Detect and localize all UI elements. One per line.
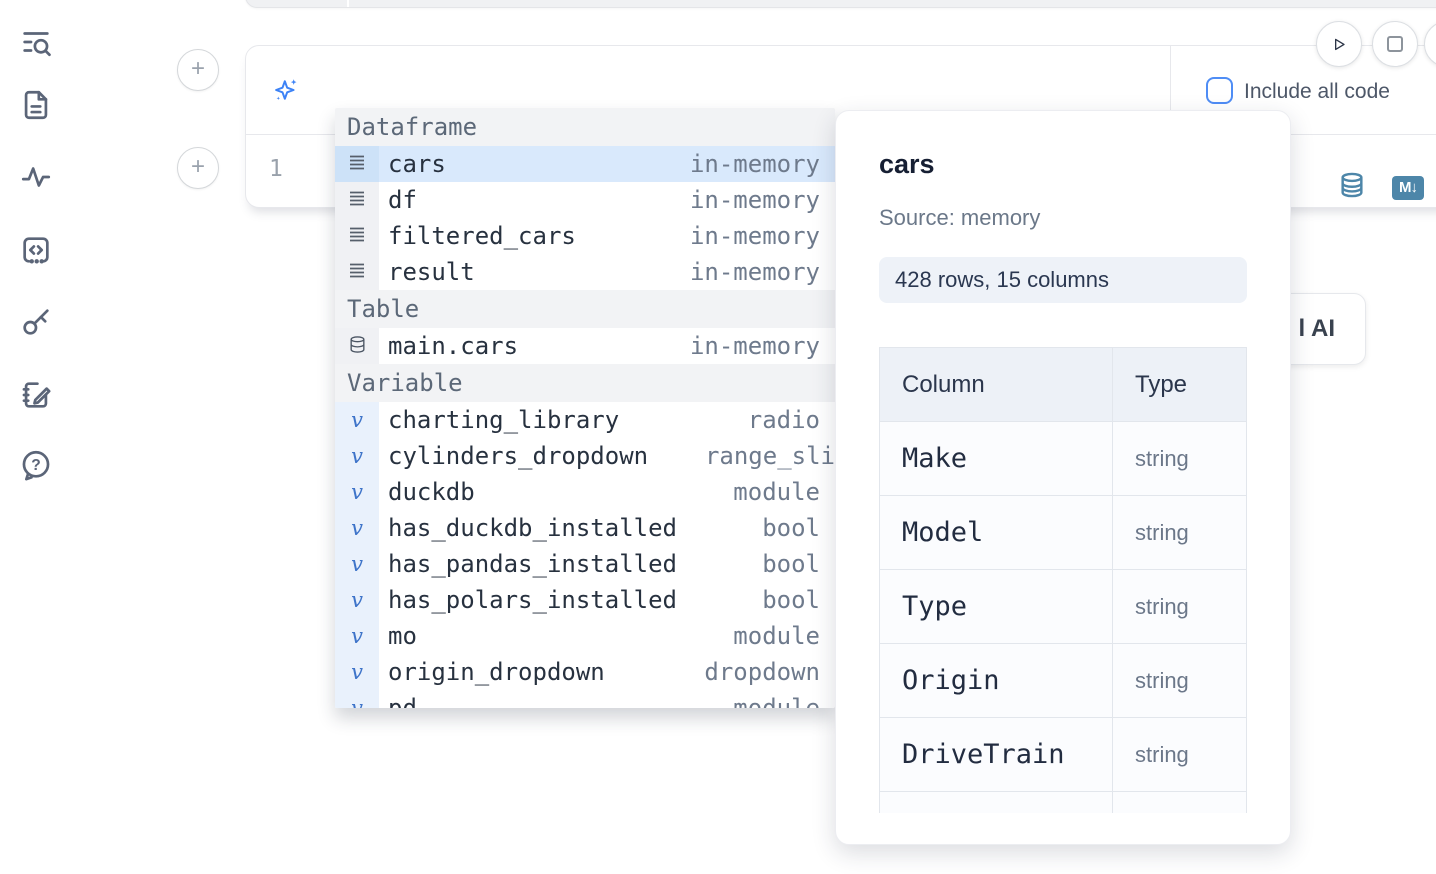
variable-icon: v (351, 444, 363, 468)
autocomplete-item-cars[interactable]: cars in-memory (335, 146, 835, 182)
variable-icon: v (351, 408, 363, 432)
code-snippets-icon[interactable] (19, 233, 53, 267)
schema-row: Model string (880, 496, 1246, 570)
autocomplete-item-charting-library[interactable]: v charting_library radio (335, 402, 835, 438)
include-all-code-checkbox[interactable] (1206, 77, 1233, 104)
autocomplete-item-cylinders-dropdown[interactable]: v cylinders_dropdown range_sli (335, 438, 835, 474)
schema-row-partial (880, 792, 1246, 813)
section-header-table: Table (335, 290, 835, 328)
schema-row: DriveTrain string (880, 718, 1246, 792)
stop-button[interactable] (1372, 21, 1418, 67)
add-cell-button-bottom[interactable]: + (177, 147, 219, 189)
preview-schema-table: Column Type Make string Model string Typ… (879, 347, 1247, 813)
autocomplete-item-mo[interactable]: v mo module (335, 618, 835, 654)
autocomplete-item-origin-dropdown[interactable]: v origin_dropdown dropdown (335, 654, 835, 690)
preview-source: Source: memory (879, 205, 1041, 230)
autocomplete-item-has-pandas-installed[interactable]: v has_pandas_installed bool (335, 546, 835, 582)
dataframe-preview-panel: cars Source: memory 428 rows, 15 columns… (835, 110, 1291, 845)
autocomplete-item-result[interactable]: result in-memory (335, 254, 835, 290)
svg-text:?: ? (31, 457, 41, 474)
previous-cell-divider (347, 0, 349, 7)
ai-sparkle-icon (272, 76, 300, 104)
preview-title: cars (879, 149, 935, 179)
dataframe-rows-icon (347, 152, 367, 176)
notebook-pen-icon[interactable] (19, 378, 53, 412)
autocomplete-dropdown: Dataframe cars in-memory df in-memory fi… (335, 108, 835, 708)
stop-icon (1387, 36, 1403, 52)
variable-icon: v (351, 516, 363, 540)
schema-header-row: Column Type (880, 348, 1246, 422)
variable-icon: v (351, 480, 363, 504)
database-language-icon[interactable] (1338, 171, 1366, 199)
help-chat-icon[interactable]: ? (19, 448, 53, 482)
autocomplete-item-has-polars-installed[interactable]: v has_polars_installed bool (335, 582, 835, 618)
variable-icon: v (351, 660, 363, 684)
autocomplete-item-df[interactable]: df in-memory (335, 182, 835, 218)
list-search-icon[interactable] (19, 25, 53, 59)
schema-row: Origin string (880, 644, 1246, 718)
run-button[interactable] (1316, 21, 1362, 67)
key-icon[interactable] (19, 305, 53, 339)
markdown-icon[interactable]: M↓ (1392, 176, 1424, 200)
preview-shape-badge: 428 rows, 15 columns (879, 257, 1247, 303)
add-cell-button-top[interactable]: + (177, 49, 219, 91)
include-all-code-label: Include all code (1244, 80, 1390, 103)
autocomplete-item-main-cars[interactable]: main.cars in-memory (335, 328, 835, 364)
line-number: 1 (269, 156, 283, 182)
variable-icon: v (351, 588, 363, 612)
table-database-icon (348, 335, 367, 358)
section-header-variable: Variable (335, 364, 835, 402)
previous-cell-edge (245, 0, 1436, 8)
variable-icon: v (351, 552, 363, 576)
schema-row: Make string (880, 422, 1246, 496)
section-header-dataframe: Dataframe (335, 108, 835, 146)
schema-row: Type string (880, 570, 1246, 644)
file-text-icon[interactable] (19, 88, 53, 122)
dataframe-rows-icon (347, 188, 367, 212)
variable-icon: v (351, 624, 363, 648)
prompt-divider (1170, 46, 1171, 134)
activity-icon[interactable] (19, 160, 53, 194)
autocomplete-item-pd[interactable]: v pd module (335, 690, 835, 708)
dataframe-rows-icon (347, 224, 367, 248)
autocomplete-item-has-duckdb-installed[interactable]: v has_duckdb_installed bool (335, 510, 835, 546)
variable-icon: v (351, 696, 363, 708)
dataframe-rows-icon (347, 260, 367, 284)
autocomplete-item-duckdb[interactable]: v duckdb module (335, 474, 835, 510)
autocomplete-item-filtered-cars[interactable]: filtered_cars in-memory (335, 218, 835, 254)
